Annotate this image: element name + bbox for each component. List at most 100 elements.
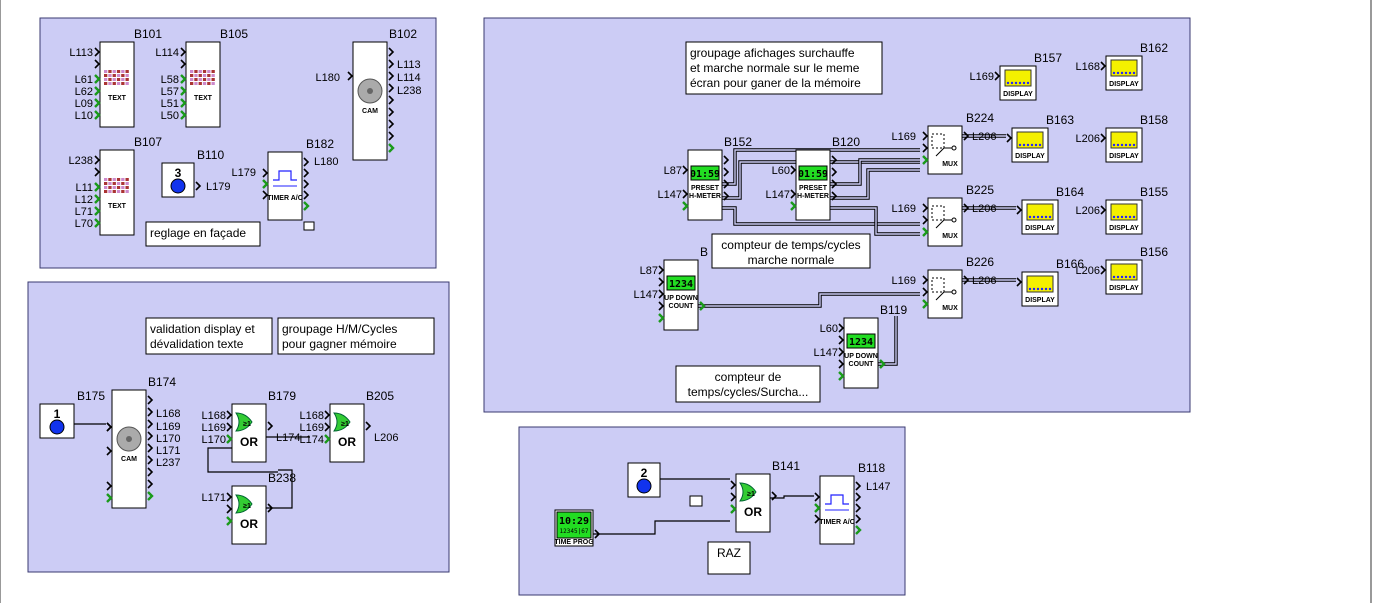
block-body[interactable] (687, 149, 723, 221)
display-dot (1034, 143, 1038, 147)
note-line: reglage en façade (150, 226, 246, 240)
output-pin (303, 201, 310, 211)
text-grid-cell (202, 70, 207, 73)
block-body[interactable] (795, 149, 831, 221)
input-label: L10 (75, 110, 93, 122)
input-label: L168 (300, 410, 324, 422)
text-grid-cell (104, 182, 108, 185)
input-pin (324, 434, 331, 444)
output-pin (388, 83, 395, 93)
button-icon[interactable] (49, 419, 65, 435)
block-body[interactable] (663, 259, 699, 331)
input-label: L238 (69, 155, 93, 167)
note-line: groupage H/M/Cycles (282, 322, 397, 336)
note-line: et marche normale sur le meme (690, 61, 860, 75)
output-pin (388, 143, 395, 153)
input-label: L58 (161, 74, 179, 86)
output-pin (267, 421, 274, 431)
output-label: L179 (206, 181, 230, 193)
display-dot (1006, 81, 1010, 85)
wire-double-inner (830, 169, 920, 199)
text-grid-cell (190, 78, 194, 81)
display-dot (1030, 143, 1034, 147)
input-label: L11 (75, 182, 93, 194)
text-grid-cell (194, 74, 198, 77)
input-pin (94, 110, 101, 120)
text-grid-cell (116, 182, 121, 185)
block-body[interactable] (231, 403, 267, 463)
lcd-screen (690, 165, 720, 181)
input-pin (790, 165, 797, 175)
display-dot (1026, 81, 1030, 85)
input-pin (838, 359, 845, 369)
input-pin (922, 287, 929, 297)
text-grid-cell (125, 70, 129, 73)
text-grid-cell (198, 74, 202, 77)
input-pin (838, 335, 845, 345)
block-type: DISPLAY (1109, 225, 1139, 232)
note-compteur-surchauffe: compteur detemps/cycles/Surcha... (675, 365, 821, 403)
block-id: B164 (1056, 185, 1084, 199)
output-label: L114 (397, 72, 421, 84)
input-pin (94, 206, 101, 216)
text-grid-cell (207, 74, 211, 77)
wire (266, 469, 293, 509)
input-pin (994, 71, 1001, 81)
input-pin (226, 410, 233, 420)
text-grid-cell (108, 178, 112, 181)
wire-double-inner (698, 293, 920, 307)
output-pin (147, 407, 154, 417)
or-gate-icon (235, 494, 253, 514)
output-pin (963, 275, 970, 285)
or-symbol: ≥1 (243, 503, 251, 510)
text-grid-cell (121, 78, 125, 81)
mail-icon (303, 221, 315, 231)
input-label: L169 (892, 203, 916, 215)
text-grid-cell (207, 78, 211, 81)
or-block-B141[interactable]: B141≥1OR (730, 459, 800, 533)
input-pin (180, 59, 187, 69)
button-icon[interactable] (636, 478, 652, 494)
block-body[interactable] (843, 317, 879, 389)
display-dot (1128, 71, 1132, 75)
button-icon[interactable] (170, 178, 186, 194)
output-pin (388, 119, 395, 129)
input-pin (922, 131, 929, 141)
text-grid-cell (202, 82, 207, 85)
output-label: L238 (397, 85, 421, 97)
wire (207, 447, 278, 473)
input-label: L170 (202, 434, 226, 446)
output-pin (855, 525, 862, 535)
output-pin (388, 71, 395, 81)
button-block-B_btn2[interactable]: 2 (627, 462, 661, 498)
output-pin (147, 455, 154, 465)
